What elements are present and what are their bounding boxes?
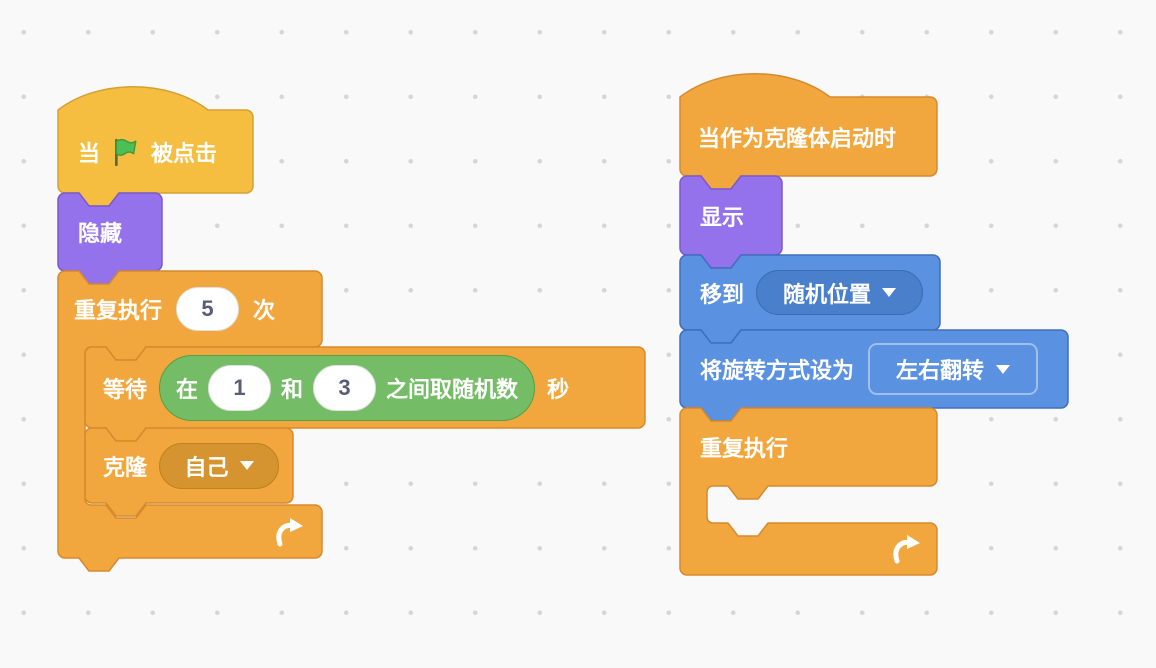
go-to-block[interactable]: 移到 随机位置 [679,254,941,344]
show-label: 显示 [700,204,745,230]
clone-label: 克隆 [103,454,148,480]
chevron-down-icon [239,461,254,470]
random-prefix-label: 在 [176,376,199,402]
forever-block[interactable]: 重复执行 [679,407,938,576]
go-to-label: 移到 [700,281,745,307]
hide-block[interactable]: 隐藏 [57,192,163,285]
set-rotation-style-block[interactable]: 将旋转方式设为 左右翻转 [679,329,1069,422]
random-max-input[interactable]: 3 [313,364,377,411]
repeat-label: 重复执行 [74,298,163,323]
chevron-down-icon [996,364,1011,374]
when-flag-clicked-block[interactable]: 当 被点击 [57,86,254,207]
random-suffix-label: 之间取随机数 [386,376,519,402]
forever-label: 重复执行 [700,436,789,461]
repeat-times-input[interactable]: 5 [176,287,240,331]
clone-target-dropdown[interactable]: 自己 [159,442,279,489]
when-clone-starts-label: 当作为克隆体启动时 [698,125,897,151]
hide-label: 隐藏 [78,221,123,246]
random-min-input[interactable]: 1 [208,364,272,411]
rotation-style-dropdown[interactable]: 左右翻转 [868,343,1039,395]
clicked-label: 被点击 [151,140,218,166]
chevron-down-icon [882,288,897,297]
pick-random-block[interactable]: 在 1 和 3 之间取随机数 [159,354,536,421]
wait-seconds-block[interactable]: 等待 在 1 和 3 之间取随机数 秒 [84,346,646,442]
set-rotation-style-label: 将旋转方式设为 [700,358,855,383]
green-flag-icon [115,138,137,166]
when-clone-starts-block[interactable]: 当作为克隆体启动时 [679,73,938,190]
clone-block[interactable]: 克隆 自己 [84,427,294,517]
repeat-unit-label: 次 [253,298,276,323]
loop-arrow-icon [276,517,303,546]
wait-unit-label: 秒 [547,376,570,402]
loop-arrow-icon [893,535,920,564]
go-to-target-dropdown[interactable]: 随机位置 [756,270,924,315]
random-mid-label: 和 [281,376,304,402]
show-block[interactable]: 显示 [679,175,783,269]
when-label: 当 [78,140,101,166]
wait-label: 等待 [103,376,148,402]
